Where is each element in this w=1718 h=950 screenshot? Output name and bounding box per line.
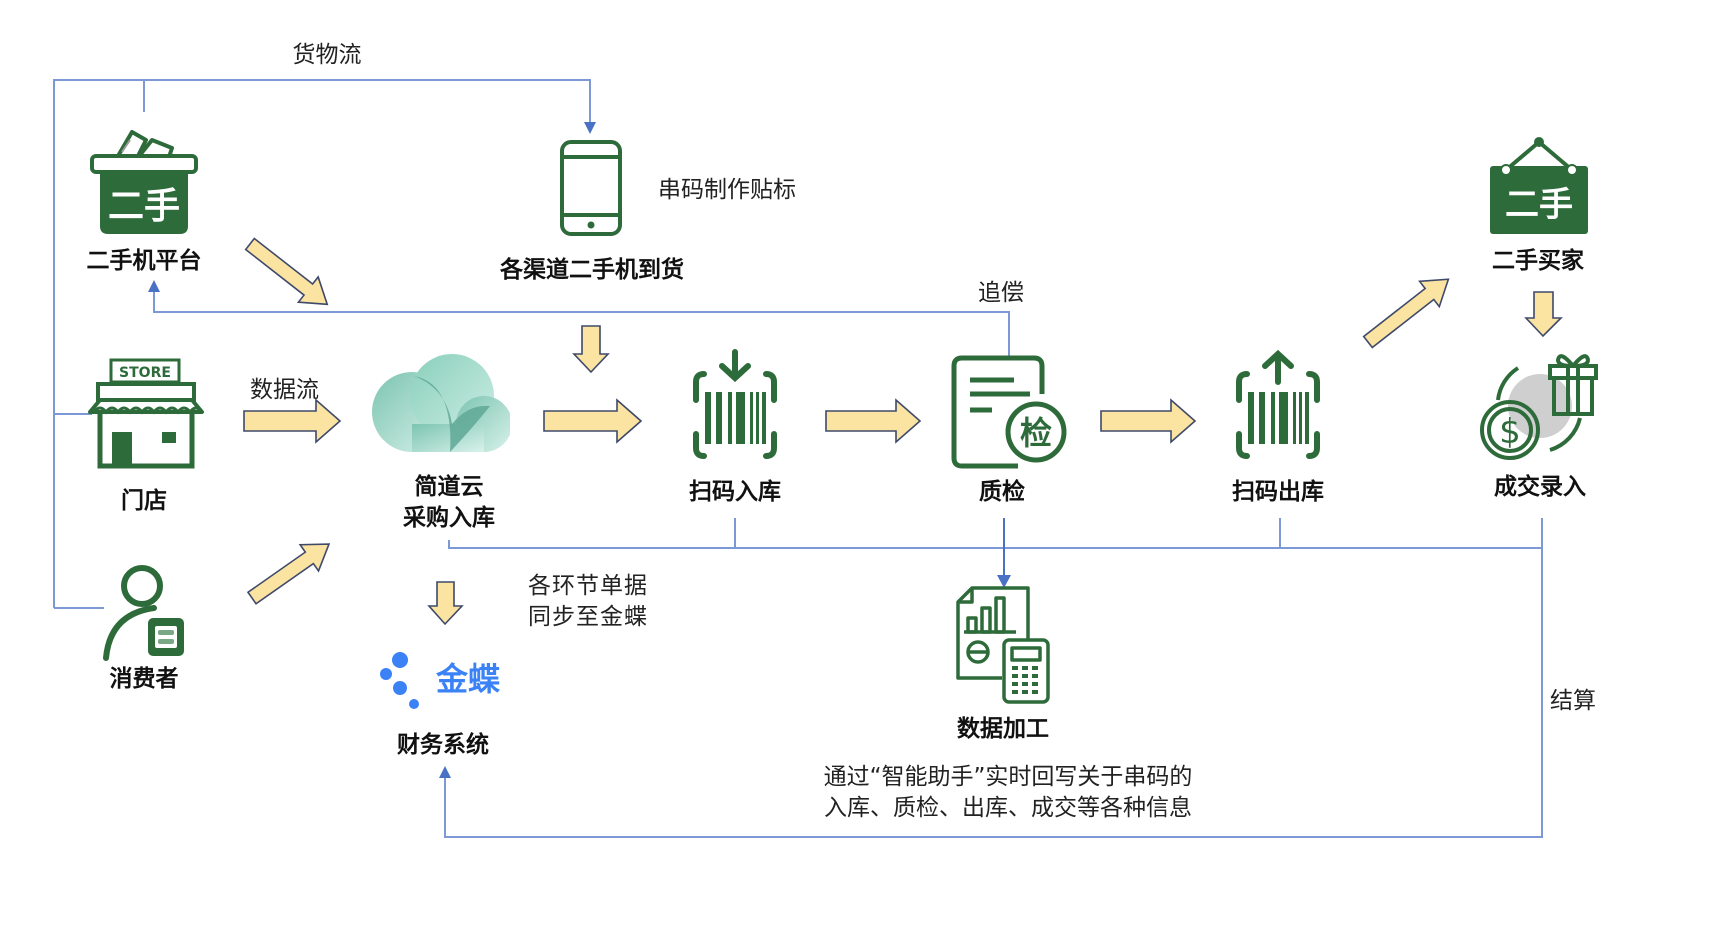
barcode-scan-in-icon — [693, 349, 777, 459]
block-arrow-scanout-to-buyer — [1362, 278, 1450, 349]
svg-text:$: $ — [1499, 412, 1521, 452]
sync-note: 各环节单据 同步至金蝶 — [528, 571, 648, 633]
deal-gift-money-icon: $ — [1480, 354, 1598, 460]
node-store[interactable]: STORE — [86, 358, 206, 470]
collect-line — [448, 540, 1542, 549]
block-arrow-store-to-cloud — [243, 398, 342, 444]
block-arrow-buyer-to-deal — [1524, 291, 1563, 338]
block-arrow-arrival-down — [572, 325, 610, 374]
node-buyer[interactable]: 二手 — [1486, 136, 1592, 236]
qc-badge-text: 检 — [1020, 414, 1052, 452]
data-processing-label: 数据加工 — [957, 716, 1049, 742]
jiandaoyun-label: 简道云 采购入库 — [403, 472, 495, 534]
scan-out-label: 扫码出库 — [1232, 479, 1324, 505]
buyer-label: 二手买家 — [1492, 248, 1584, 274]
data-report-calculator-icon — [956, 586, 1050, 704]
block-arrow-qc-to-scanout — [1100, 398, 1197, 444]
deal-label: 成交录入 — [1494, 474, 1586, 500]
scan-in-label: 扫码入库 — [689, 479, 781, 505]
qc-label: 质检 — [979, 479, 1025, 505]
secondhand-basket-icon: 二手 — [90, 130, 198, 234]
block-arrow-cloud-to-kingdee — [427, 581, 464, 626]
serial-label-note: 串码制作贴标 — [658, 177, 796, 203]
node-arrival[interactable] — [559, 139, 623, 237]
goods-flow-label: 货物流 — [292, 42, 362, 68]
node-qc[interactable]: 检 — [948, 354, 1068, 474]
store-label: 门店 — [121, 488, 167, 514]
node-consumer[interactable] — [100, 562, 190, 662]
phone-icon — [560, 140, 622, 236]
arrival-label: 各渠道二手机到货 — [500, 257, 684, 283]
buyer-badge-text: 二手 — [1505, 185, 1573, 225]
store-icon: STORE — [88, 358, 204, 469]
secondhand-sign-icon: 二手 — [1490, 137, 1588, 234]
quality-check-icon: 检 — [951, 355, 1067, 469]
finance-system-label: 财务系统 — [397, 732, 489, 758]
compensation-line — [153, 292, 1010, 356]
node-scan-in[interactable] — [678, 348, 792, 462]
consumer-label: 消费者 — [109, 666, 179, 692]
arrowhead-to-dataproc — [997, 575, 1011, 588]
consumer-icon — [103, 565, 184, 661]
platform-label: 二手机平台 — [86, 248, 202, 274]
node-jiandaoyun[interactable] — [372, 354, 512, 458]
node-kingdee[interactable]: 金蝶 — [378, 648, 508, 712]
node-deal[interactable]: $ — [1478, 346, 1602, 466]
block-arrow-platform-to-cloud — [244, 237, 329, 306]
node-platform[interactable]: 二手 — [88, 126, 200, 236]
writeback-note-line-1: 通过“智能助手”实时回写关于串码的 — [823, 764, 1193, 790]
data-flow-label: 数据流 — [250, 377, 319, 403]
arrowhead-to-phone — [584, 122, 596, 134]
settlement-label: 结算 — [1550, 688, 1596, 714]
settlement-line — [444, 548, 1543, 838]
sync-note-line-1: 各环节单据 — [528, 573, 648, 599]
sync-note-line-2: 同步至金蝶 — [528, 604, 648, 630]
kingdee-logo-text: 金蝶 — [435, 660, 501, 698]
block-arrow-consumer-to-cloud — [246, 543, 331, 605]
barcode-scan-out-icon — [1236, 349, 1320, 459]
arrowhead-to-finance — [439, 766, 451, 778]
goods-flow-line — [53, 79, 591, 608]
jiandaoyun-cloud-icon — [372, 354, 512, 452]
platform-badge-text: 二手 — [108, 186, 180, 227]
store-sign-text: STORE — [119, 365, 171, 381]
jiandaoyun-label-line-2: 采购入库 — [403, 505, 495, 531]
writeback-note: 通过“智能助手”实时回写关于串码的 入库、质检、出库、成交等各种信息 — [824, 762, 1193, 824]
compensation-label: 追偿 — [978, 280, 1024, 306]
kingdee-logo-icon: 金蝶 — [380, 652, 501, 709]
writeback-note-line-2: 入库、质检、出库、成交等各种信息 — [824, 795, 1192, 821]
node-data-processing[interactable] — [952, 582, 1056, 706]
arrowhead-to-platform — [148, 280, 160, 292]
block-arrow-cloud-to-scanin — [543, 398, 643, 444]
block-arrow-scanin-to-qc — [825, 398, 922, 444]
jiandaoyun-label-line-1: 简道云 — [414, 474, 484, 500]
node-scan-out[interactable] — [1221, 348, 1335, 462]
